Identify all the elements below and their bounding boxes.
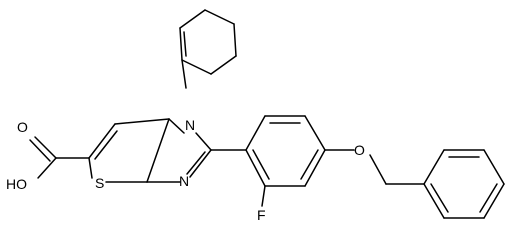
carboxylic-acid-group bbox=[29, 136, 90, 179]
bond bbox=[261, 185, 266, 207]
double-bond-inner bbox=[183, 31, 187, 57]
atom-label-o-carbonyl: O bbox=[17, 119, 28, 135]
bond bbox=[423, 183, 445, 219]
thiophene-ring bbox=[88, 118, 170, 183]
bond bbox=[88, 157, 93, 179]
bond bbox=[181, 59, 212, 75]
bond bbox=[245, 149, 266, 187]
molecule-diagram: N N S HO O O F bbox=[6, 9, 505, 223]
bond bbox=[179, 27, 183, 61]
bond bbox=[483, 183, 505, 219]
phenyl-ring bbox=[423, 149, 505, 219]
bond bbox=[423, 149, 445, 185]
atom-label-s: S bbox=[95, 175, 104, 191]
double-bond-inner bbox=[430, 183, 449, 213]
bond bbox=[114, 118, 170, 125]
bond bbox=[204, 9, 235, 25]
bond bbox=[245, 115, 266, 151]
atom-label-n1: N bbox=[185, 117, 195, 133]
double-bond-inner bbox=[300, 149, 319, 180]
cyclohexenyl-ring bbox=[179, 9, 237, 75]
bond bbox=[146, 118, 170, 183]
double-bond-inner bbox=[479, 183, 498, 213]
bond bbox=[168, 118, 185, 134]
double-bond-inner bbox=[94, 130, 118, 160]
imidazole-ring bbox=[146, 118, 212, 183]
double-bond-inner bbox=[186, 151, 206, 175]
bond bbox=[304, 115, 326, 151]
bond bbox=[233, 23, 237, 57]
bond bbox=[304, 149, 326, 187]
fluorophenyl-ring bbox=[245, 115, 326, 187]
bond bbox=[88, 123, 116, 159]
bond bbox=[37, 157, 57, 179]
bond bbox=[483, 149, 505, 185]
atom-label-oh: HO bbox=[6, 176, 27, 192]
bond bbox=[369, 154, 387, 185]
atom-label-o-ether: O bbox=[354, 142, 365, 158]
bond bbox=[189, 149, 212, 178]
bond bbox=[179, 9, 206, 29]
bond bbox=[181, 59, 187, 89]
bond bbox=[210, 55, 237, 75]
bond bbox=[34, 136, 57, 159]
benzyloxy-linkage bbox=[324, 149, 425, 185]
atom-label-f: F bbox=[257, 207, 266, 223]
bond bbox=[195, 132, 212, 151]
atom-label-n3: N bbox=[179, 173, 189, 189]
double-bond-inner bbox=[29, 139, 51, 162]
double-bond-inner bbox=[252, 149, 270, 180]
